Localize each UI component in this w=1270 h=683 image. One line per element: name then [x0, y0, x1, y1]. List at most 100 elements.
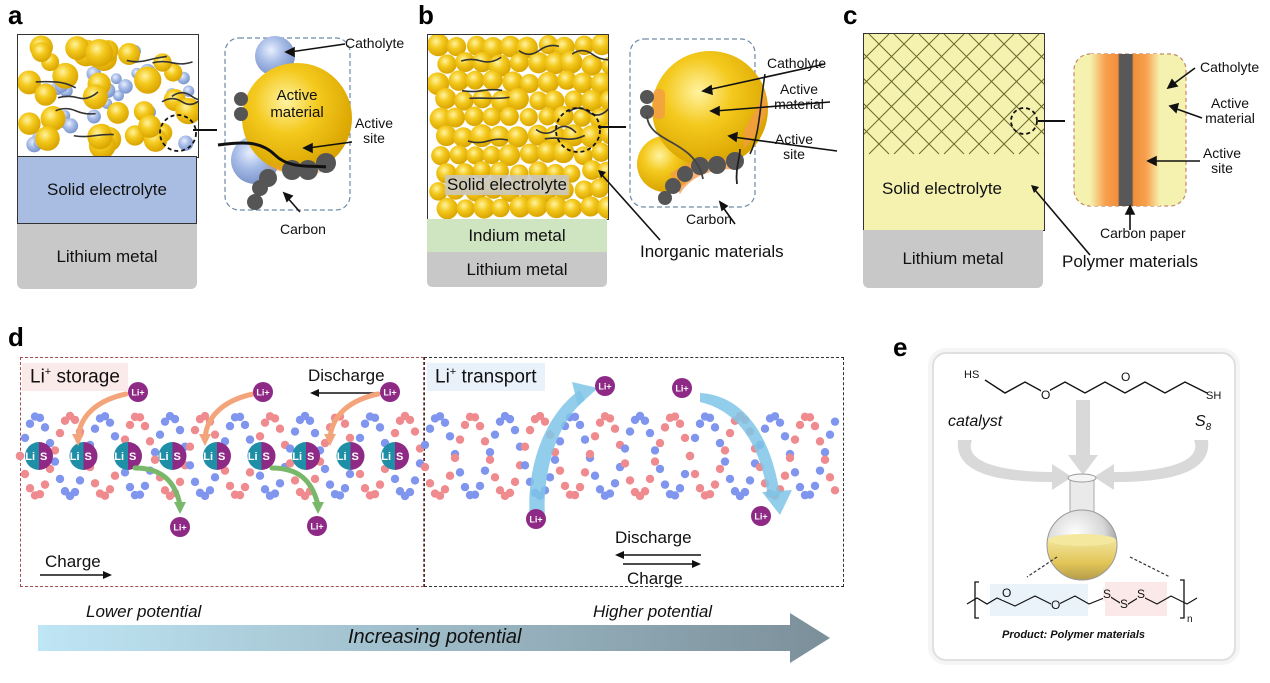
helix-bead-red [825, 473, 835, 482]
helix-bead-blue [110, 432, 120, 441]
helix-bead-blue [695, 419, 705, 428]
helix-bead-red [525, 425, 535, 435]
active-material-particle [31, 42, 52, 63]
helix-bead-blue [285, 444, 295, 453]
helix-bead-red [375, 480, 385, 489]
inorganic-particle [507, 88, 529, 110]
helix-bead-blue [575, 420, 585, 430]
helix-bead-red [105, 485, 115, 494]
helix-bead-blue [320, 464, 330, 474]
li-ion: Li+ [253, 382, 273, 402]
helix-bead-red [675, 419, 685, 428]
inorganic-particle [465, 70, 485, 90]
callout-arrows [282, 43, 353, 213]
helix-bead-red [150, 455, 160, 464]
helix-bead-red [200, 411, 210, 421]
inorganic-particle [562, 198, 582, 218]
inorganic-particle [582, 160, 602, 180]
reaction-flask [1046, 473, 1118, 581]
helix-bead-red [485, 455, 495, 464]
helix-bead-red [810, 421, 820, 431]
arrow-head [174, 502, 186, 514]
polymer-mesh-line [864, 153, 865, 154]
inorganic-particle [435, 125, 457, 147]
inorganic-particle [537, 71, 559, 93]
active-material-particle [85, 38, 114, 67]
inorganic-particle [581, 89, 603, 112]
increasing-potential-label: Increasing potential [348, 626, 522, 648]
helix-bead-red [795, 420, 805, 430]
active-material-particle [82, 84, 108, 110]
helix-bead-blue [55, 474, 65, 484]
panel-a-carbon-label: Carbon [280, 221, 326, 237]
carbon-chain [467, 138, 509, 144]
inorganic-particle [591, 142, 608, 162]
helix-bead-blue [435, 412, 445, 421]
helix-bead-red [355, 469, 365, 479]
helix-bead-red [685, 451, 695, 461]
transport-arrow-up [529, 390, 585, 520]
polymer-mesh-line [1018, 34, 1044, 60]
storage-discharge-label: Discharge [308, 366, 385, 385]
helix-bead-blue [375, 423, 385, 432]
helix-bead-red [160, 486, 170, 495]
helix-bead-blue [200, 491, 210, 501]
active-material-particle [134, 66, 162, 94]
helix-bead-blue [790, 468, 800, 477]
polymer-mesh-line [893, 34, 1015, 155]
reaction-arrows [957, 400, 1209, 490]
polymer-repeat-unit [966, 579, 1198, 619]
lis-s-text: S [129, 451, 136, 463]
helix-bead-blue [780, 432, 790, 441]
helix-bead-blue [150, 448, 160, 457]
active-material-particle [65, 36, 90, 61]
panel-c-carbon-paper-label: Carbon paper [1100, 225, 1186, 241]
helix-bead-red [275, 424, 285, 433]
helix-bead-red [405, 415, 415, 425]
helix-bead-red [560, 481, 570, 491]
helix-bead-blue [90, 424, 100, 433]
helix-bead-blue [760, 424, 770, 433]
helix-bead-red [290, 476, 300, 485]
binder-chain [217, 141, 327, 169]
helix-bead-red [790, 435, 800, 444]
helix-bead-blue [205, 486, 215, 495]
helix-bead-red [140, 421, 150, 431]
helix-bead-red [585, 449, 595, 459]
polymer-s2: S [1120, 597, 1129, 612]
lis-s-text: S [352, 451, 359, 463]
helix-bead-blue [260, 485, 270, 494]
svg-text:Li+: Li+ [598, 382, 611, 392]
helix-bead-red [555, 466, 565, 475]
helix-bead-blue [305, 416, 315, 425]
inorganic-particle [573, 108, 592, 127]
li-ion: Li+ [380, 382, 400, 402]
polymer-mesh-line [1018, 128, 1044, 155]
helix-bead-blue [345, 469, 355, 479]
inorganic-particle [466, 35, 487, 56]
helix-bead-red [310, 474, 320, 484]
helix-bead-red [20, 469, 30, 479]
helix-bead-blue [660, 480, 670, 489]
lis-li-text: Li [337, 451, 347, 463]
lis-li-text: Li [248, 451, 258, 463]
inorganic-particle [456, 199, 475, 218]
inorganic-particle [454, 91, 474, 111]
helix-bead-blue [810, 481, 820, 491]
inorganic-particle [562, 124, 585, 147]
helix-bead-red [625, 476, 635, 485]
helix-bead-blue [495, 417, 505, 426]
helix-bead-blue [545, 473, 555, 482]
helix-bead-red [575, 482, 585, 492]
helix-bead-blue [370, 413, 380, 423]
helix-bead-blue [160, 417, 170, 426]
helix-bead-red [40, 480, 50, 489]
carbon-chain [73, 133, 114, 138]
panel-d-letter: d [8, 322, 24, 352]
helix-bead-blue [640, 416, 650, 425]
transport-title-sup: + [449, 366, 457, 378]
